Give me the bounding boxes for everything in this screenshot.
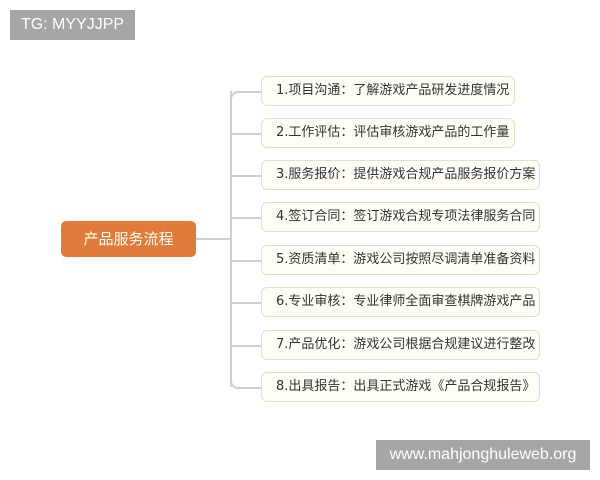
branch-connector-5 bbox=[230, 260, 261, 262]
branch-connector-8 bbox=[230, 379, 263, 389]
branch-connector-2 bbox=[230, 133, 261, 135]
root-connector bbox=[196, 238, 231, 240]
step-node-2: 2.工作评估：评估审核游戏产品的工作量 bbox=[261, 118, 515, 148]
branch-connector-3 bbox=[230, 175, 261, 177]
step-node-8: 8.出具报告：出具正式游戏《产品合规报告》 bbox=[261, 372, 540, 402]
step-node-6: 6.专业审核：专业律师全面审查棋牌游戏产品 bbox=[261, 287, 540, 317]
branch-connector-4 bbox=[230, 217, 261, 219]
step-node-3: 3.服务报价：提供游戏合规产品服务报价方案 bbox=[261, 160, 540, 190]
branch-connector-6 bbox=[230, 302, 261, 304]
step-node-5: 5.资质清单：游戏公司按照尽调清单准备资料 bbox=[261, 245, 540, 275]
branch-connector-7 bbox=[230, 345, 261, 347]
step-node-7: 7.产品优化：游戏公司根据合规建议进行整改 bbox=[261, 330, 540, 360]
watermark-top: TG: MYYJJPP bbox=[10, 10, 135, 40]
root-node: 产品服务流程 bbox=[61, 221, 196, 257]
branch-connector-1 bbox=[230, 91, 263, 101]
step-node-1: 1.项目沟通：了解游戏产品研发进度情况 bbox=[261, 76, 515, 106]
watermark-bottom: www.mahjonghuleweb.org bbox=[376, 440, 590, 470]
trunk-connector bbox=[230, 91, 232, 387]
step-node-4: 4.签订合同：签订游戏合规专项法律服务合同 bbox=[261, 202, 540, 232]
